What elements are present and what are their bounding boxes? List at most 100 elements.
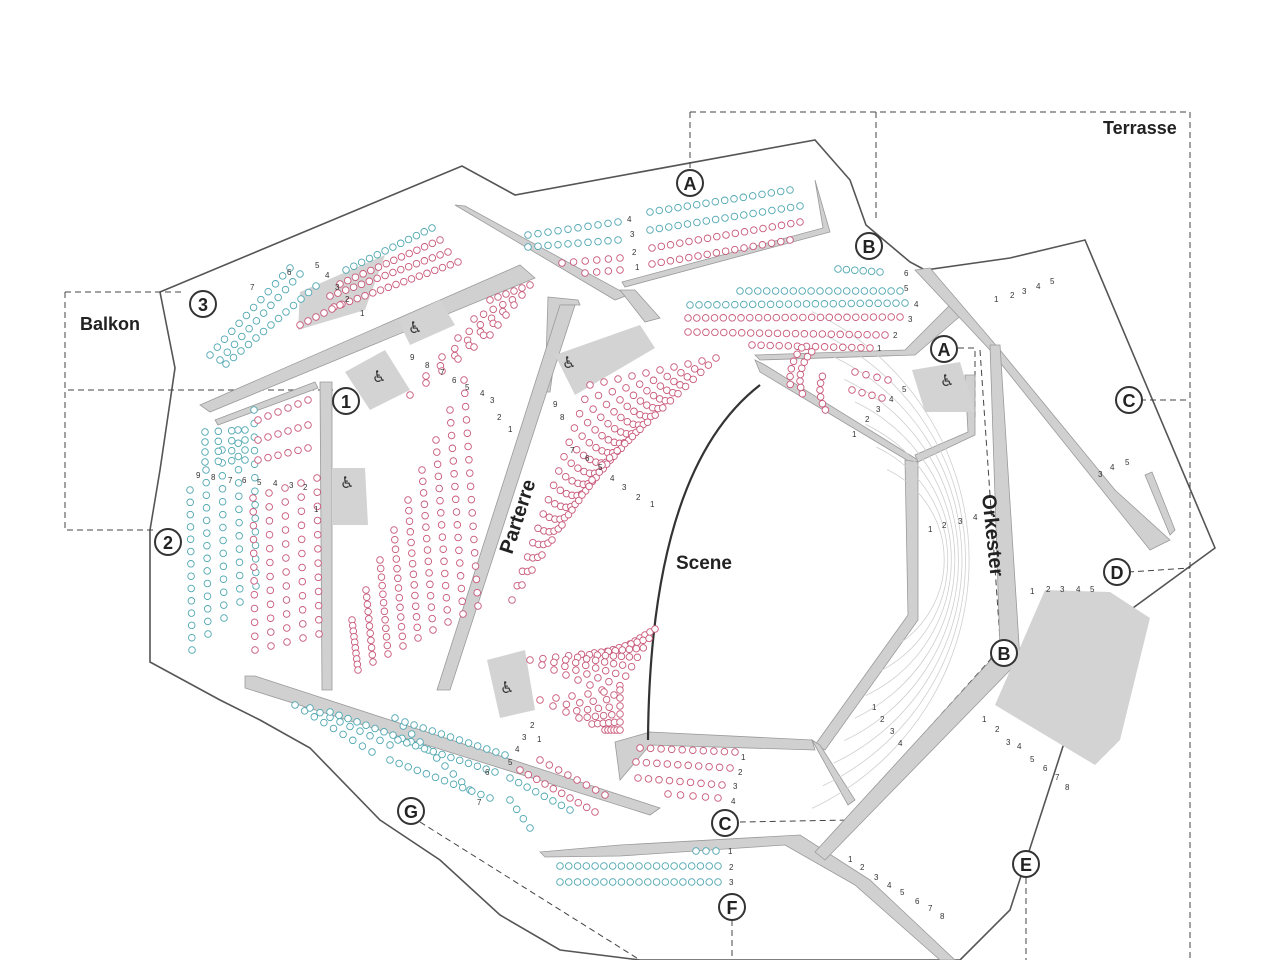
seat[interactable]: [461, 402, 470, 411]
seat[interactable]: [381, 271, 389, 280]
seat[interactable]: [203, 541, 211, 550]
seat[interactable]: [611, 669, 620, 678]
seat[interactable]: [633, 653, 642, 662]
seat[interactable]: [386, 741, 394, 749]
seat[interactable]: [643, 418, 652, 426]
seat[interactable]: [479, 310, 488, 318]
seat[interactable]: [799, 313, 807, 322]
seat[interactable]: [674, 389, 682, 398]
seat[interactable]: [381, 247, 389, 255]
seat[interactable]: [449, 780, 458, 788]
seat[interactable]: [373, 250, 382, 259]
seat[interactable]: [845, 330, 853, 339]
seat[interactable]: [461, 389, 469, 398]
seat[interactable]: [636, 744, 644, 752]
seat[interactable]: [499, 300, 507, 309]
seat[interactable]: [423, 269, 431, 278]
seat[interactable]: [420, 257, 429, 265]
seat[interactable]: [878, 287, 886, 295]
seat[interactable]: [466, 482, 475, 491]
seat[interactable]: [652, 878, 661, 886]
seat[interactable]: [470, 343, 478, 351]
seat[interactable]: [425, 569, 433, 577]
seat[interactable]: [455, 756, 464, 765]
seat[interactable]: [510, 301, 518, 309]
seat[interactable]: [413, 766, 422, 775]
seat[interactable]: [218, 497, 227, 506]
seat[interactable]: [336, 280, 344, 288]
seat[interactable]: [572, 666, 580, 674]
seat[interactable]: [625, 653, 634, 661]
seat[interactable]: [236, 598, 244, 606]
seat[interactable]: [591, 786, 600, 794]
seat[interactable]: [628, 432, 637, 441]
seat[interactable]: [420, 500, 429, 509]
seat[interactable]: [470, 549, 479, 557]
seat[interactable]: [304, 317, 312, 325]
seat[interactable]: [616, 710, 624, 718]
seat[interactable]: [201, 448, 209, 456]
seat[interactable]: [896, 313, 904, 321]
seat[interactable]: [186, 498, 194, 507]
seat[interactable]: [431, 773, 440, 782]
seat[interactable]: [655, 206, 664, 215]
seat[interactable]: [787, 219, 795, 228]
seat[interactable]: [834, 265, 842, 273]
seat[interactable]: [657, 258, 665, 267]
seat[interactable]: [502, 290, 510, 298]
seat[interactable]: [677, 368, 685, 377]
seat[interactable]: [397, 622, 406, 631]
seat[interactable]: [816, 386, 824, 394]
seat[interactable]: [486, 296, 494, 304]
seat[interactable]: [391, 545, 400, 554]
seat[interactable]: [251, 646, 259, 654]
seat[interactable]: [441, 581, 450, 590]
seat[interactable]: [238, 332, 246, 341]
seat[interactable]: [249, 535, 258, 544]
seat[interactable]: [622, 384, 630, 392]
seat[interactable]: [694, 252, 702, 260]
seat[interactable]: [494, 293, 502, 301]
seat[interactable]: [265, 530, 274, 539]
seat[interactable]: [534, 229, 542, 238]
seat[interactable]: [703, 250, 711, 259]
seat[interactable]: [583, 418, 592, 427]
seat[interactable]: [800, 358, 808, 366]
entrance-g[interactable]: G: [397, 797, 425, 825]
seat[interactable]: [705, 862, 713, 870]
seat[interactable]: [282, 610, 291, 618]
seat[interactable]: [203, 529, 211, 537]
balcony-3[interactable]: 3: [189, 290, 217, 318]
seat[interactable]: [576, 699, 584, 707]
seat[interactable]: [579, 451, 588, 460]
seat[interactable]: [781, 313, 789, 322]
seat[interactable]: [780, 287, 789, 295]
seat[interactable]: [241, 446, 249, 454]
seat[interactable]: [630, 407, 638, 416]
seat[interactable]: [395, 593, 404, 602]
seat[interactable]: [227, 436, 236, 445]
seat[interactable]: [413, 623, 421, 632]
seat[interactable]: [404, 763, 412, 771]
seat[interactable]: [884, 376, 892, 384]
seat[interactable]: [665, 223, 673, 231]
seat[interactable]: [250, 563, 258, 571]
seat[interactable]: [820, 300, 829, 308]
seat[interactable]: [561, 472, 570, 481]
seat[interactable]: [468, 509, 476, 517]
seat[interactable]: [422, 372, 430, 380]
seat[interactable]: [617, 413, 625, 422]
seat[interactable]: [705, 762, 713, 771]
seat[interactable]: [762, 287, 771, 295]
seat[interactable]: [571, 658, 580, 667]
seat[interactable]: [573, 707, 581, 715]
seat[interactable]: [364, 607, 372, 616]
seat[interactable]: [714, 878, 722, 886]
seat[interactable]: [451, 344, 459, 353]
seat[interactable]: [267, 301, 275, 310]
seat[interactable]: [234, 426, 242, 434]
seat[interactable]: [848, 386, 856, 394]
seat[interactable]: [786, 186, 794, 194]
seat[interactable]: [635, 878, 643, 886]
seat[interactable]: [749, 209, 757, 218]
